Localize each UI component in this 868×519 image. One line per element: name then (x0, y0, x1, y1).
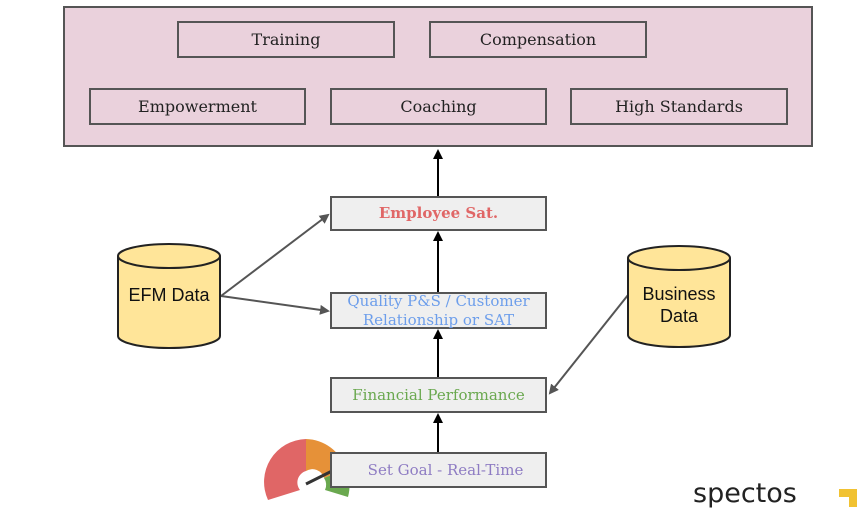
coaching-label: Coaching (400, 97, 477, 116)
logo-text: spectos (693, 478, 797, 509)
financial-performance-label: Financial Performance (352, 385, 525, 404)
efm-data-label: EFM Data (128, 285, 210, 305)
arrow-efm-to-employee (220, 213, 330, 297)
empowerment-box: Empowerment (89, 88, 306, 125)
logo-accent-icon (839, 489, 857, 507)
business-data-cylinder (627, 245, 731, 348)
high-standards-box: High Standards (570, 88, 788, 125)
quality-box: Quality P&S / Customer Relationship or S… (330, 292, 547, 329)
set-goal-label: Set Goal - Real-Time (367, 460, 524, 479)
spectos-logo: spectos (693, 478, 797, 509)
business-data-label: Business Data (642, 284, 716, 326)
arrow-efm-to-quality (220, 295, 330, 315)
employee-sat-label: Employee Sat. (378, 204, 499, 222)
quality-label: Quality P&S / Customer Relationship or S… (347, 291, 530, 329)
financial-performance-box: Financial Performance (330, 377, 547, 413)
efm-data-cylinder (117, 243, 221, 349)
high-standards-label: High Standards (615, 97, 743, 116)
arrow-business-to-financial (548, 294, 629, 395)
training-label: Training (251, 30, 321, 49)
coaching-box: Coaching (330, 88, 547, 125)
compensation-label: Compensation (479, 30, 597, 49)
empowerment-label: Empowerment (138, 97, 257, 116)
training-box: Training (177, 21, 395, 58)
employee-sat-box: Employee Sat. (330, 196, 547, 231)
compensation-box: Compensation (429, 21, 647, 58)
set-goal-box: Set Goal - Real-Time (330, 452, 547, 488)
